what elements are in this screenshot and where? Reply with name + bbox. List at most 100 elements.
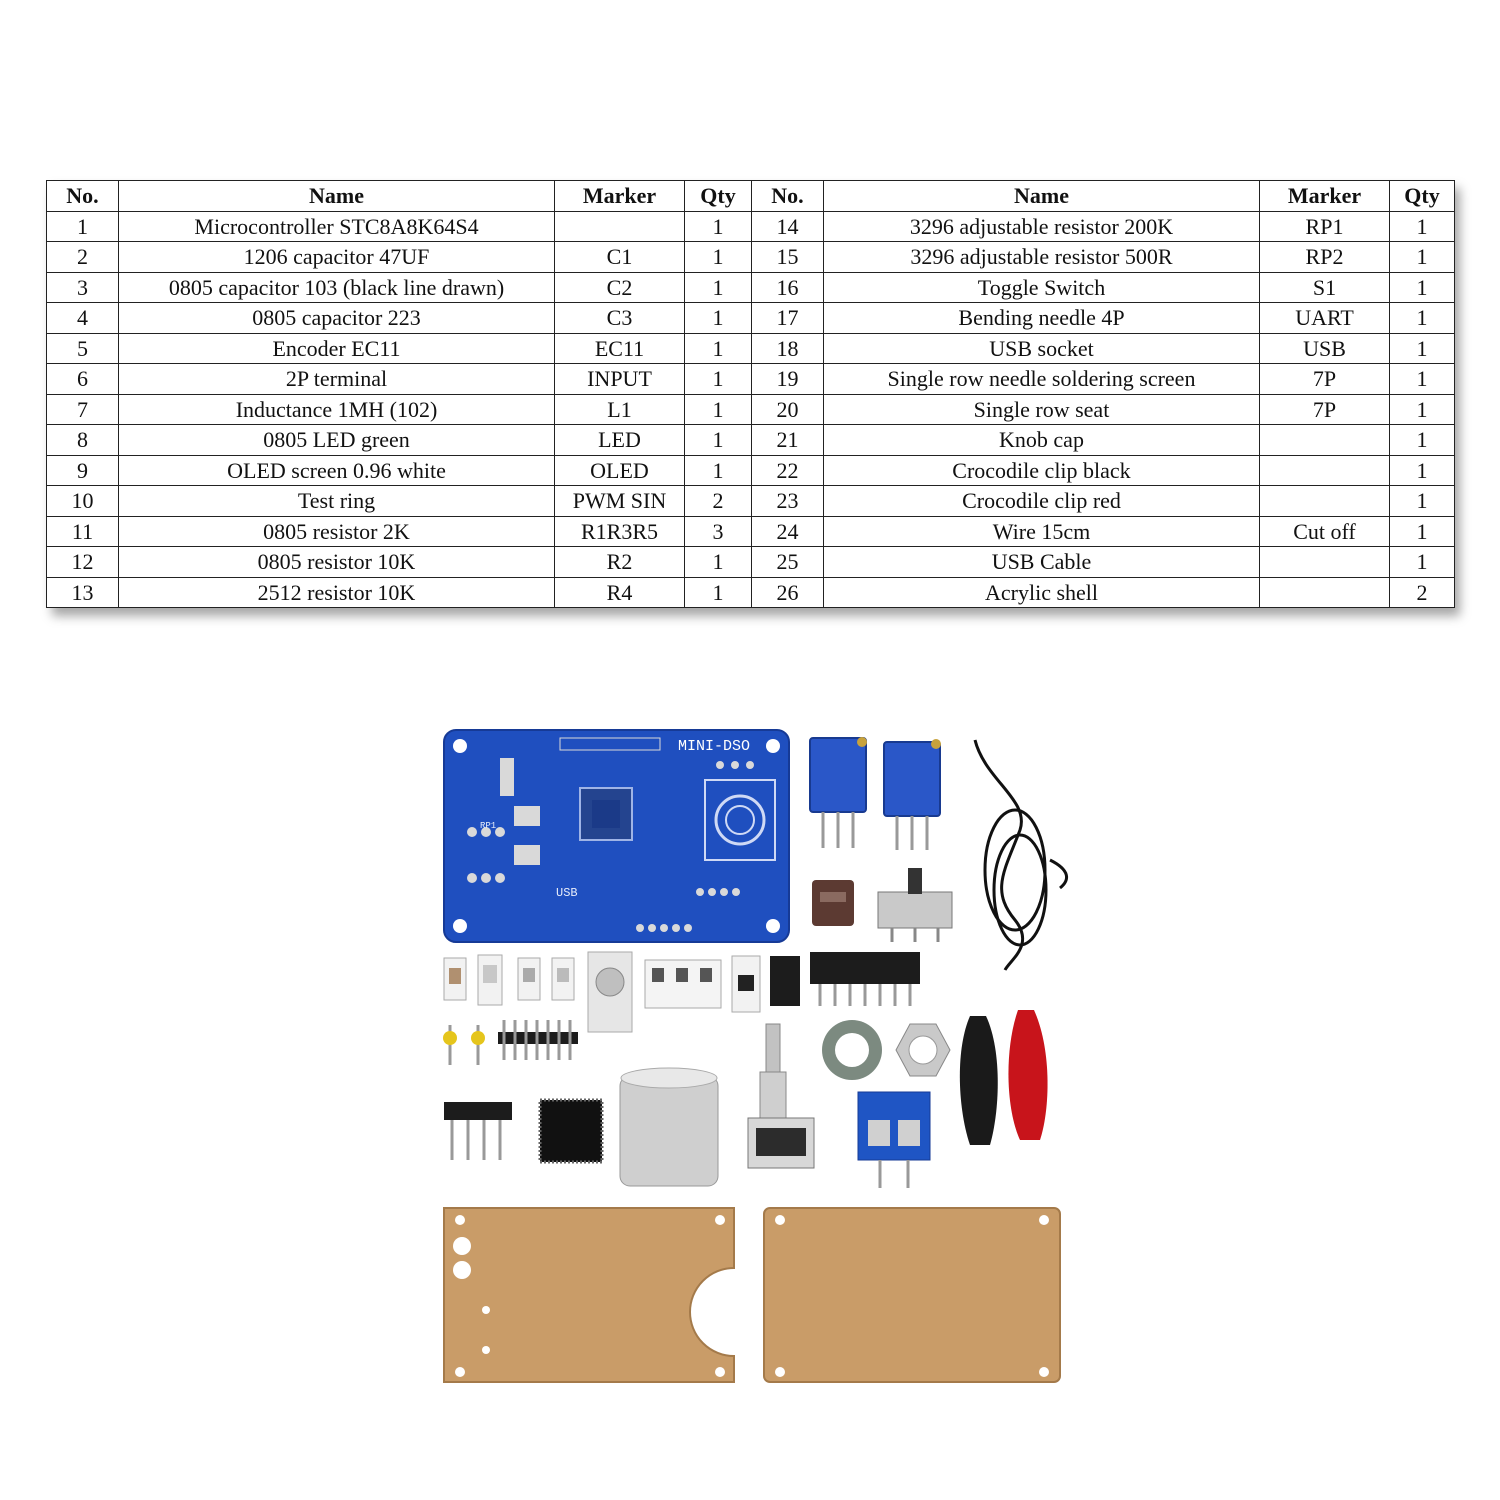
table-cell: 1 <box>1389 210 1455 242</box>
table-cell: R1R3R5 <box>554 515 685 547</box>
pcb-title: MINI-DSO <box>678 738 750 755</box>
table-cell: 1 <box>684 363 752 395</box>
acrylic-shell-left <box>443 1207 735 1383</box>
table-cell: 19 <box>751 363 824 395</box>
table-cell: 7P <box>1259 393 1390 425</box>
table-cell: 9 <box>46 454 119 486</box>
header-cell: No. <box>46 180 119 212</box>
table-cell: Cut off <box>1259 515 1390 547</box>
pcb-label-rp1: RP1 <box>480 821 496 831</box>
trimmer-resistors <box>809 737 941 850</box>
table-cell: 14 <box>751 210 824 242</box>
table-cell: 2P terminal <box>118 363 555 395</box>
table-cell: 1 <box>684 332 752 364</box>
usb-socket <box>812 880 854 926</box>
table-cell: S1 <box>1259 271 1390 303</box>
table-cell: 1 <box>1389 241 1455 273</box>
table-cell: Test ring <box>118 485 555 517</box>
table-cell: 4 <box>46 302 119 334</box>
table-cell: Encoder EC11 <box>118 332 555 364</box>
table-cell: Wire 15cm <box>823 515 1260 547</box>
table-cell: C2 <box>554 271 685 303</box>
smd-parts <box>443 951 920 1033</box>
kit-components-photo: MINI-DSO RP1 USB <box>430 720 1080 1400</box>
table-cell: 1 <box>684 424 752 456</box>
knob-cap <box>619 1067 719 1187</box>
table-cell: L1 <box>554 393 685 425</box>
table-cell: 16 <box>751 271 824 303</box>
table-cell: R4 <box>554 576 685 608</box>
table-cell: 1 <box>1389 393 1455 425</box>
table-cell: 0805 resistor 2K <box>118 515 555 547</box>
table-cell: 1 <box>1389 546 1455 578</box>
header-cell: Name <box>823 180 1260 212</box>
table-cell: Inductance 1MH (102) <box>118 393 555 425</box>
table-cell: 1 <box>684 393 752 425</box>
table-cell: OLED <box>554 454 685 486</box>
table-cell: 17 <box>751 302 824 334</box>
table-cell: 20 <box>751 393 824 425</box>
table-cell <box>554 210 685 242</box>
rotary-encoder <box>747 1023 815 1169</box>
wire-coil <box>973 739 1069 971</box>
table-cell: 3296 adjustable resistor 200K <box>823 210 1260 242</box>
table-cell: 1 <box>684 210 752 242</box>
microcontroller-chip <box>538 1098 604 1164</box>
table-cell: 0805 resistor 10K <box>118 546 555 578</box>
table-cell: 1 <box>1389 454 1455 486</box>
table-cell: C3 <box>554 302 685 334</box>
pin-header <box>498 1020 578 1060</box>
table-cell <box>1259 485 1390 517</box>
washer <box>822 1020 882 1080</box>
table-cell: 1 <box>1389 424 1455 456</box>
table-cell: INPUT <box>554 363 685 395</box>
table-cell: 8 <box>46 424 119 456</box>
table-cell: Single row seat <box>823 393 1260 425</box>
table-cell: 22 <box>751 454 824 486</box>
header-cell: Marker <box>1259 180 1390 212</box>
table-cell: 1206 capacitor 47UF <box>118 241 555 273</box>
table-cell: Toggle Switch <box>823 271 1260 303</box>
table-cell: RP2 <box>1259 241 1390 273</box>
test-rings <box>443 1025 485 1065</box>
table-cell: Microcontroller STC8A8K64S4 <box>118 210 555 242</box>
header-cell: Marker <box>554 180 685 212</box>
table-cell: 3 <box>684 515 752 547</box>
table-cell: RP1 <box>1259 210 1390 242</box>
table-cell: 3 <box>46 271 119 303</box>
table-cell: 1 <box>46 210 119 242</box>
table-cell: 21 <box>751 424 824 456</box>
table-cell: 1 <box>684 302 752 334</box>
table-cell: OLED screen 0.96 white <box>118 454 555 486</box>
table-cell: Single row needle soldering screen <box>823 363 1260 395</box>
table-cell: 7 <box>46 393 119 425</box>
table-cell: USB socket <box>823 332 1260 364</box>
screw-terminal <box>857 1091 931 1188</box>
table-cell: 11 <box>46 515 119 547</box>
table-cell: 1 <box>684 454 752 486</box>
table-cell: Knob cap <box>823 424 1260 456</box>
table-cell: Crocodile clip black <box>823 454 1260 486</box>
table-cell <box>1259 454 1390 486</box>
table-cell: C1 <box>554 241 685 273</box>
table-cell: PWM SIN <box>554 485 685 517</box>
table-cell: 0805 capacitor 103 (black line drawn) <box>118 271 555 303</box>
table-cell: UART <box>1259 302 1390 334</box>
bent-pin-header <box>444 1102 512 1160</box>
table-cell: 26 <box>751 576 824 608</box>
table-cell: 0805 capacitor 223 <box>118 302 555 334</box>
table-cell: USB Cable <box>823 546 1260 578</box>
table-cell: 1 <box>684 271 752 303</box>
